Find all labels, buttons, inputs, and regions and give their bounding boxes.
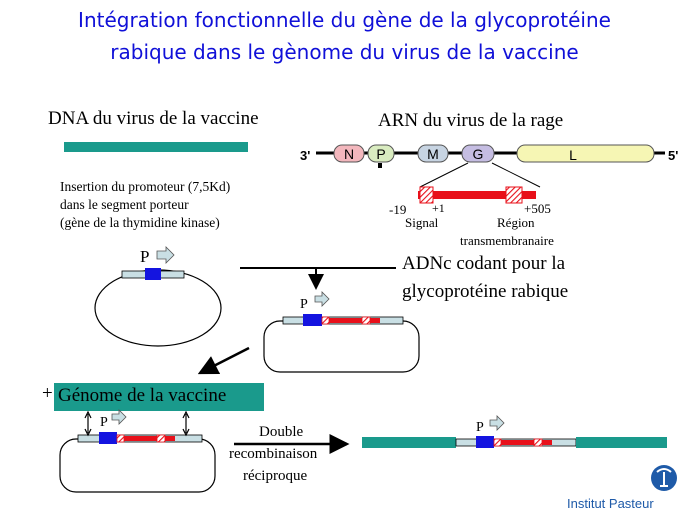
insert-bar-2 [322, 318, 380, 323]
vaccinia-dna-label: DNA du virus de la vaccine [48, 108, 259, 129]
promoter-box-1 [145, 268, 161, 280]
genome-end-3prime: 3' [300, 148, 310, 163]
gene-L [516, 144, 655, 163]
gene-P [367, 144, 395, 163]
recombinant-plasmid: P [59, 409, 216, 493]
plasmid-with-promoter: P [94, 246, 222, 347]
tm-box-3 [156, 434, 166, 443]
genome-end-5prime: 5' [668, 148, 678, 163]
recombinant-vaccinia-genome: P [362, 415, 667, 448]
g-coding-bar [418, 191, 536, 199]
slide-title-line-1: Intégration fonctionnelle du gène de la … [78, 8, 611, 32]
gene-M [417, 144, 449, 163]
signal-box-2 [321, 316, 330, 325]
vaccine-genome-label: Génome de la vaccine [58, 385, 227, 406]
rabies-genome: 3' 5' N P M G L [300, 144, 678, 168]
tm-box-final [533, 438, 543, 447]
pos-plus1: +1 [432, 201, 445, 215]
region-label-1: Région [497, 215, 535, 230]
transmembrane-box [505, 186, 523, 204]
gene-N-label: N [344, 146, 354, 162]
promoter-arrow-icon-1 [156, 246, 175, 264]
institut-pasteur-logo: Institut Pasteur [567, 465, 677, 511]
plasmid-3-body [59, 438, 216, 493]
insertion-text-line-3: (gène de la thymidine kinase) [60, 215, 220, 230]
gene-G [461, 144, 495, 163]
plus-sign: + [42, 383, 53, 404]
homology-arrowheads-right [182, 410, 190, 437]
vaccinia-dna-bar [64, 142, 248, 152]
cdna-label-line-2: glycoprotéine rabique [402, 281, 569, 302]
slide-title-line-2: rabique dans le gènome du virus de la va… [110, 40, 579, 64]
promoter-arrow-icon-final [489, 415, 505, 431]
recombination-label-line-2: recombinaison [229, 446, 318, 462]
signal-box-3 [116, 434, 125, 443]
vaccinia-arm-right [576, 437, 667, 448]
region-label-2: transmembranaire [460, 233, 554, 248]
cdna-label-line-1: ADNc codant pour la [402, 253, 566, 274]
gene-P-marker [378, 163, 382, 168]
promoter-label-1: P [140, 247, 149, 266]
gene-G-label: G [473, 146, 484, 162]
insertion-text-line-1: Insertion du promoteur (7,5Kd) [60, 179, 231, 194]
promoter-label-3: P [100, 415, 108, 430]
plasmid-1-circle [94, 269, 222, 347]
pasteur-logo-text: Institut Pasteur [567, 496, 654, 511]
promoter-box-2 [303, 314, 322, 326]
promoter-box-final [476, 436, 494, 448]
vaccine-genome-box [54, 383, 264, 411]
pasteur-logo-glyph [656, 468, 672, 487]
gene-L-label: L [569, 147, 577, 163]
recombination-label-line-1: Double [259, 424, 304, 440]
gene-P-label: P [376, 146, 385, 162]
promoter-arrow-icon-2 [314, 291, 330, 307]
diagonal-arrow [197, 346, 250, 375]
expansion-line-right [491, 162, 541, 188]
insertion-text-line-2: dans le segment porteur [60, 197, 189, 212]
expansion-line-left [419, 162, 469, 188]
g-gene-detail: -19 +1 +505 Signal Région transmembranai… [389, 162, 554, 248]
pos-plus505: +505 [524, 201, 551, 216]
signal-peptide-box [419, 186, 434, 204]
signal-box-final [493, 438, 502, 447]
plasmid-with-insert: P [263, 291, 420, 373]
vaccinia-arm-left [362, 437, 456, 448]
homology-arrowheads-left [84, 410, 92, 437]
rabies-rna-label: ARN du virus de la rage [378, 110, 564, 131]
plasmid-2-body [263, 320, 420, 373]
promoter-label-2: P [300, 297, 308, 312]
pos-minus19: -19 [389, 202, 406, 217]
promoter-box-3 [99, 432, 117, 444]
tm-box-2 [361, 316, 371, 325]
gene-M-label: M [427, 146, 439, 162]
gene-N [333, 144, 365, 163]
insert-bar-final [494, 440, 552, 445]
promoter-label-final: P [476, 420, 484, 435]
insert-bar-3 [117, 436, 175, 441]
recombination-label-line-3: réciproque [243, 468, 308, 484]
promoter-arrow-icon-3 [111, 409, 127, 425]
signal-label: Signal [405, 215, 439, 230]
